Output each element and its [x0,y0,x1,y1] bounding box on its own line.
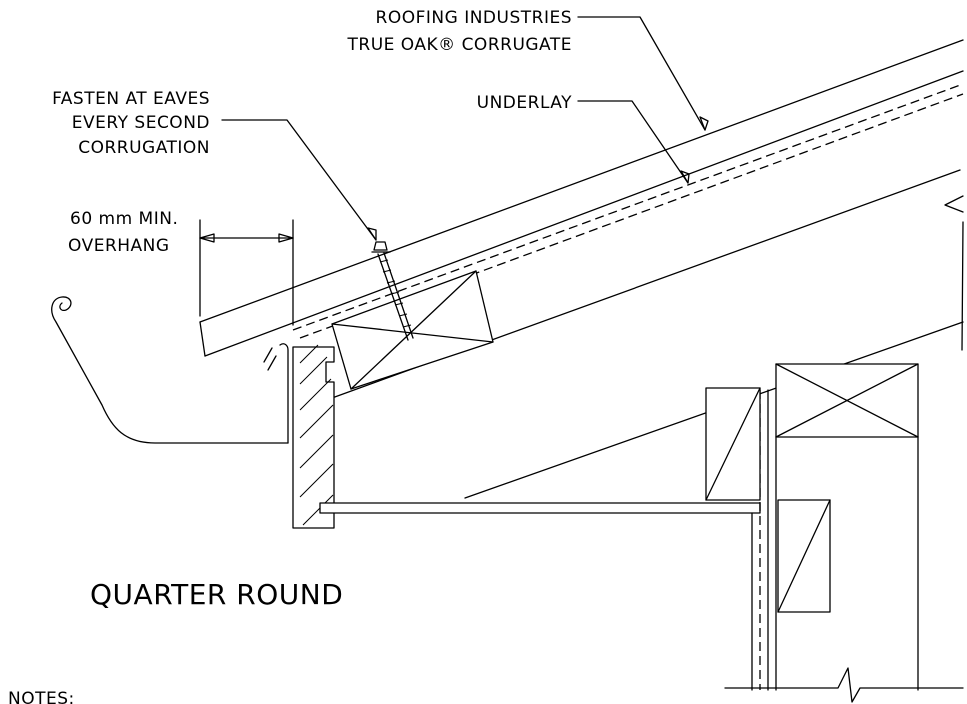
underlay-leader [577,100,689,184]
screw-fastener [371,241,414,341]
underlay-arrow [680,170,690,184]
soffit-lining [319,502,761,514]
detail-title: QUARTER ROUND [90,578,343,611]
break-line [944,195,964,351]
fascia-board [292,344,335,529]
notes-heading: NOTES: [8,689,75,704]
cladding-label-line2: TRUE OAK® CORRUGATE [347,35,572,55]
quarter-round-gutter [51,296,289,444]
bottom-break-line [724,667,964,703]
overhang-dimension [199,219,294,326]
wall-framing [705,363,919,691]
cladding-arrow [699,116,709,131]
cladding-label-line1: ROOFING INDUSTRIES [376,8,572,28]
fasten-label-line3: CORRUGATION [78,138,210,158]
gutter-back [279,343,289,444]
purlin-block [331,270,494,390]
roof-cladding-sheet [199,39,964,357]
fasten-arrow [367,227,377,241]
cladding-leader [577,16,706,131]
overhang-label-line1: 60 mm MIN. [70,209,178,229]
gutter-drip [263,347,277,371]
underlay-label: UNDERLAY [477,93,572,113]
overhang-label-line2: OVERHANG [68,236,170,256]
fasten-label-line2: EVERY SECOND [72,113,210,133]
fasten-label-line1: FASTEN AT EAVES [52,89,210,109]
fasten-leader [221,119,377,241]
